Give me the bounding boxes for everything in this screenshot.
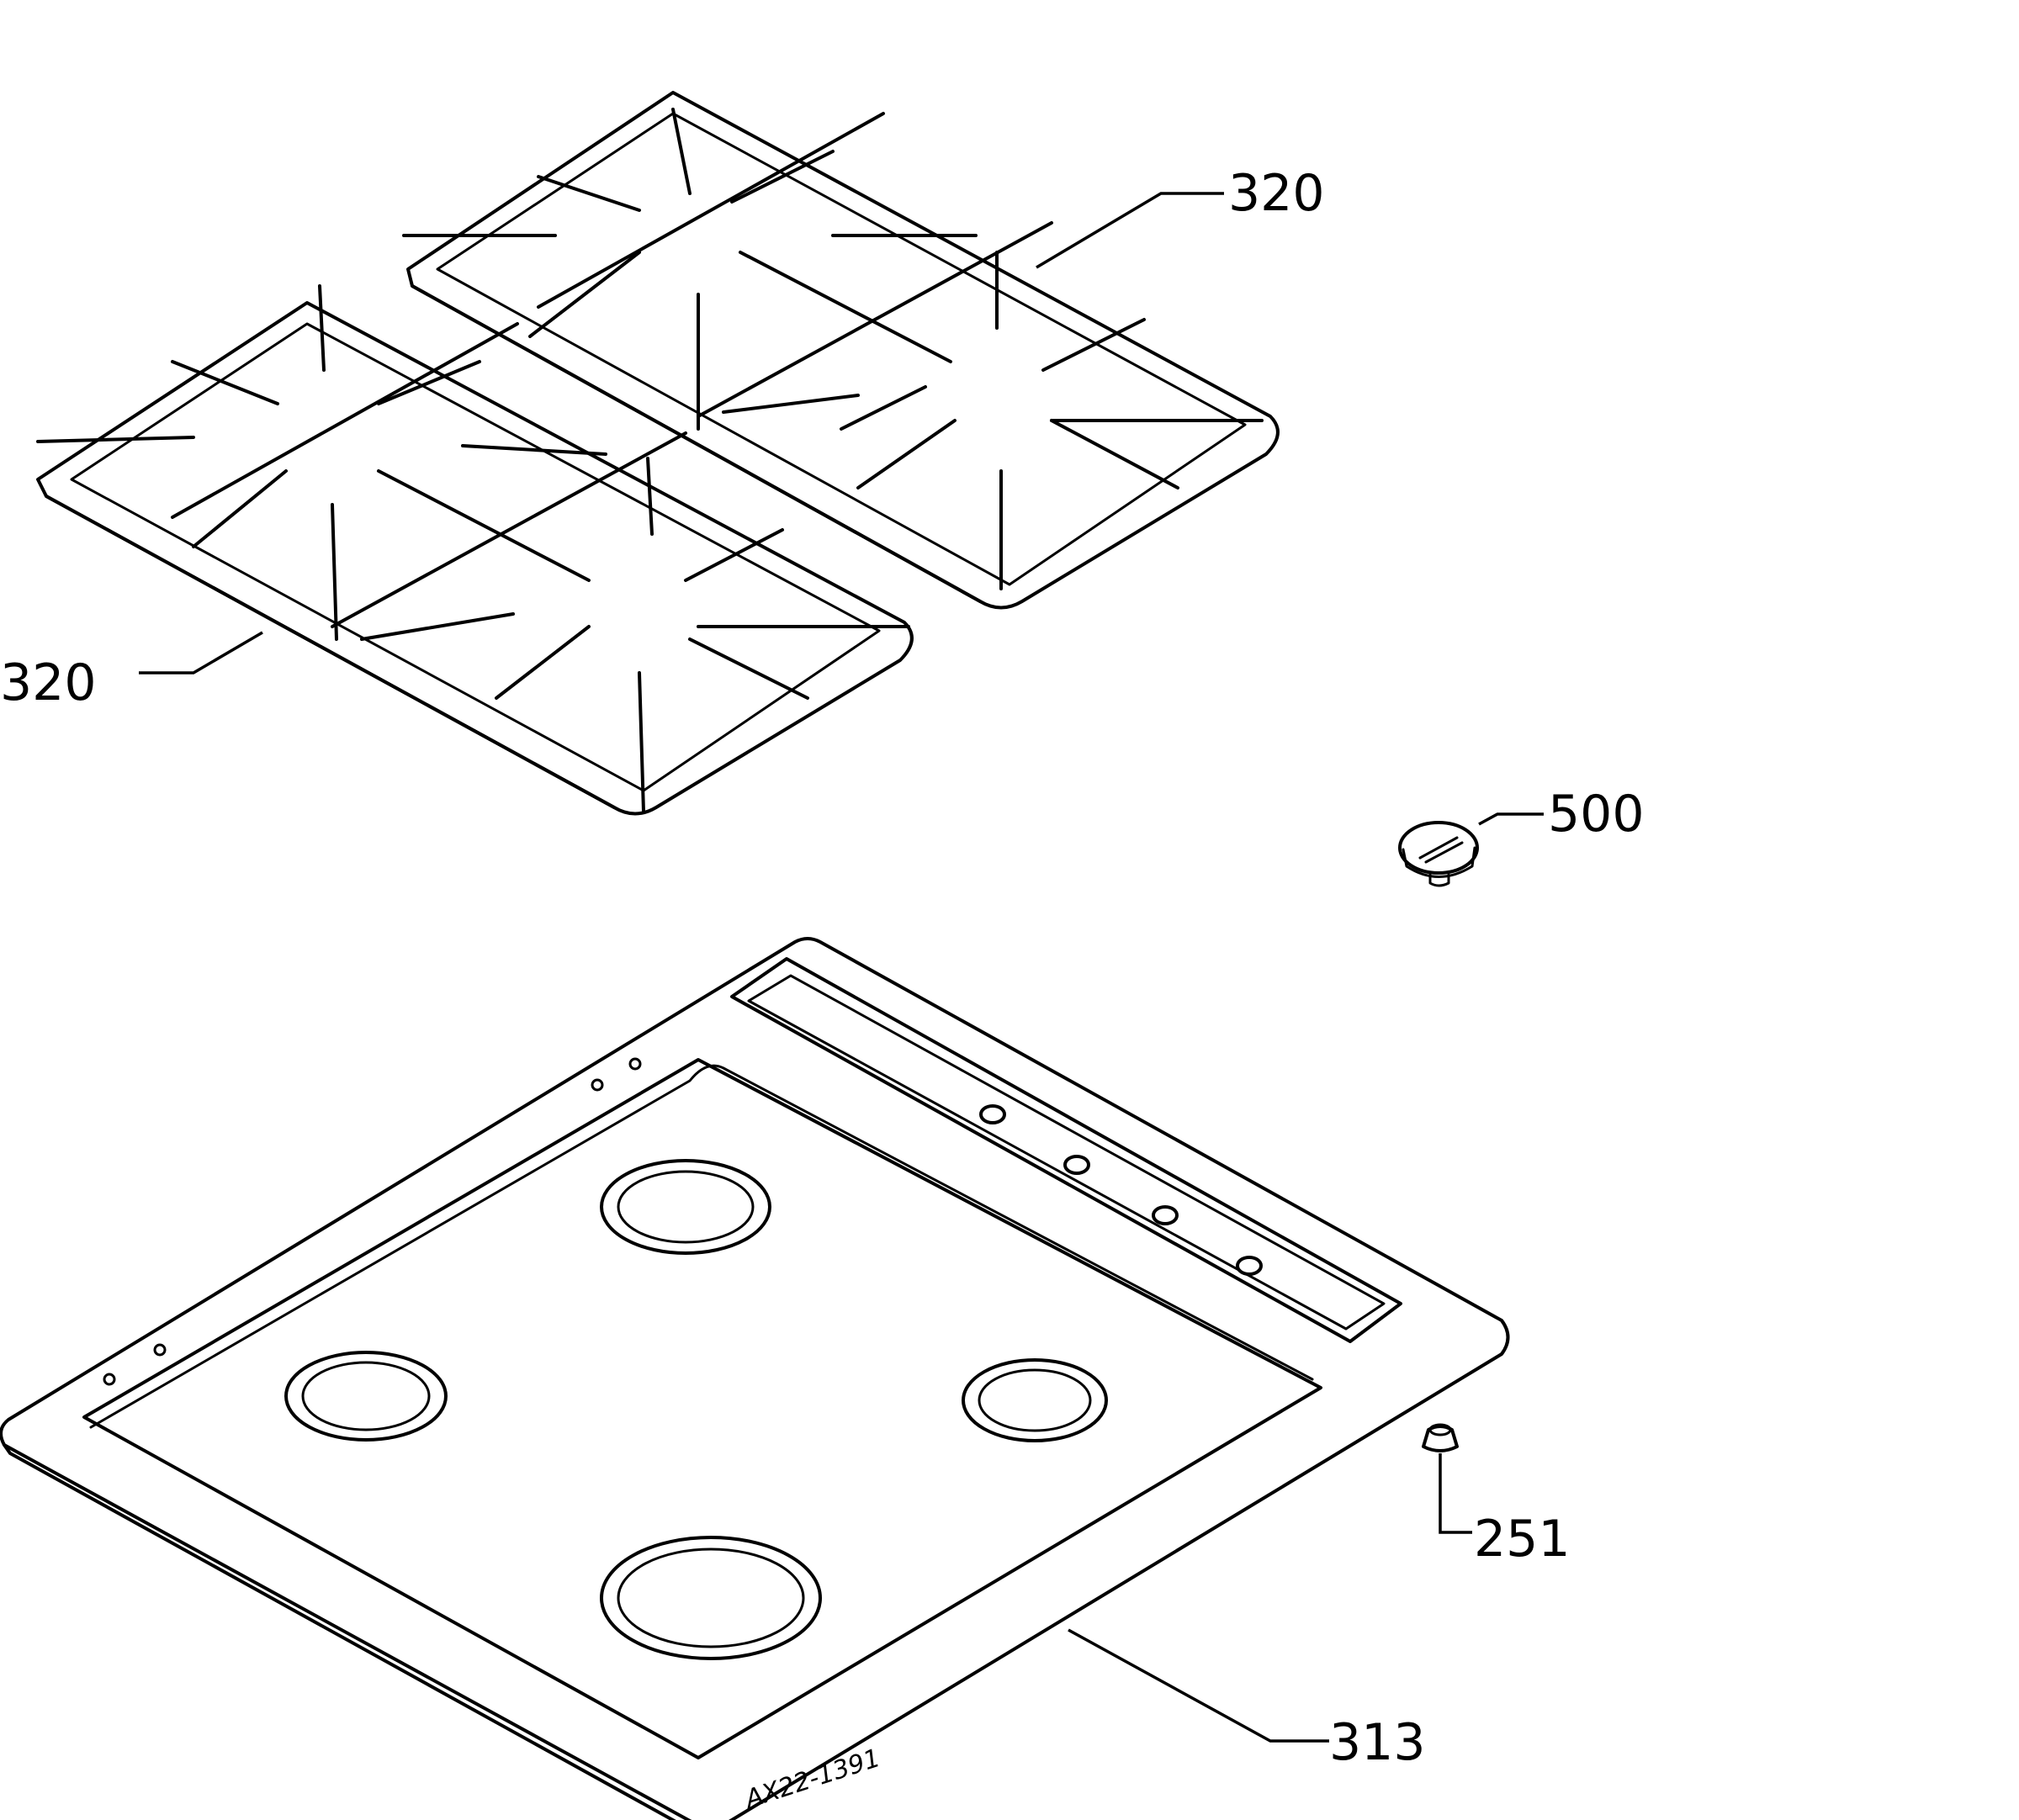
leader-grid-left xyxy=(139,631,263,675)
rubber-foot xyxy=(1422,1423,1459,1452)
label-grid-right: 320 xyxy=(1228,164,1325,223)
label-foot: 251 xyxy=(1474,1510,1571,1569)
leader-hob-top xyxy=(1068,1628,1329,1743)
control-knob xyxy=(1398,821,1479,887)
label-hob-top: 313 xyxy=(1329,1713,1426,1772)
pan-support-grid-left xyxy=(36,284,914,816)
burner-ring-bottom xyxy=(600,1536,822,1660)
hob-top-plate xyxy=(0,937,1510,1820)
leader-knob xyxy=(1478,812,1544,826)
label-grid-left: 320 xyxy=(0,653,97,712)
leader-grid-right xyxy=(1036,192,1224,269)
burner-ring-left xyxy=(284,1351,448,1442)
label-knob: 500 xyxy=(1548,785,1645,844)
pan-support-grid-right xyxy=(402,91,1280,610)
leader-foot xyxy=(1439,1453,1472,1534)
burner-ring-right xyxy=(962,1358,1108,1442)
burner-ring-top xyxy=(600,1159,771,1255)
